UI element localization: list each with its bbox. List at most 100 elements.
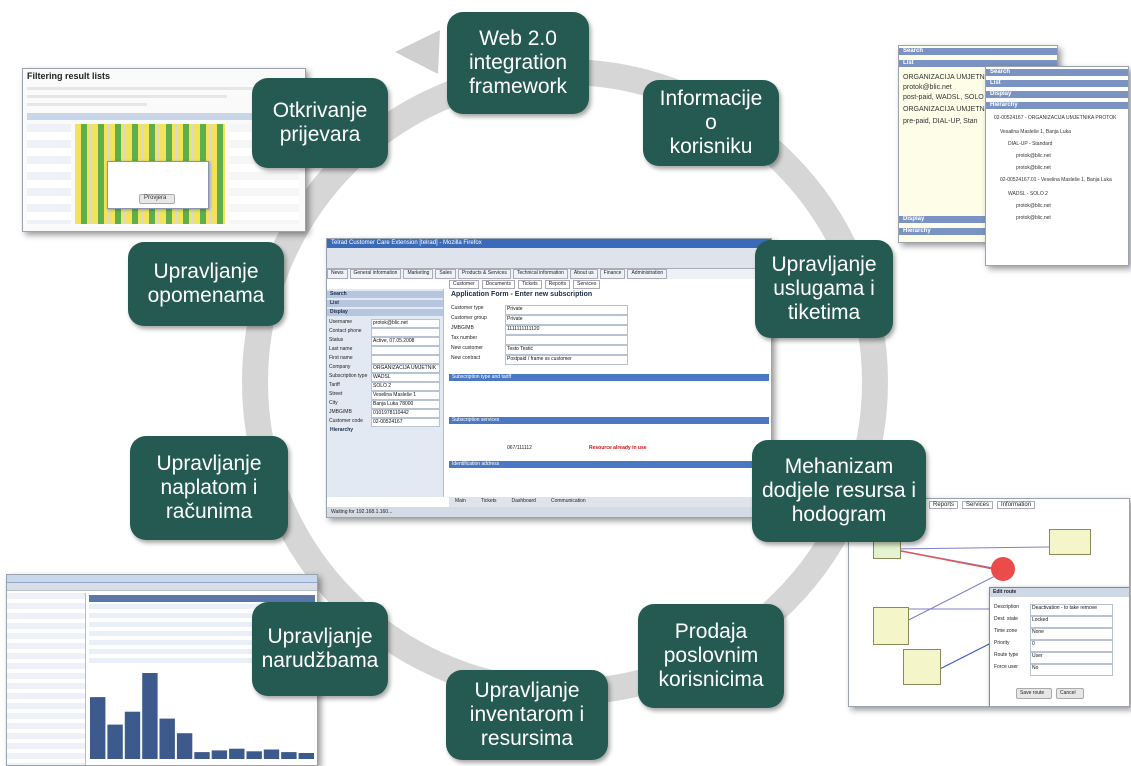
route-edge	[890, 548, 1005, 572]
histogram-bar	[194, 752, 210, 759]
field-value[interactable]: Locked	[1030, 616, 1113, 628]
screenshot-route-edit: Reports Services Information Edit route …	[848, 498, 1130, 707]
field-value[interactable]: Deactivation - to take remove	[1030, 604, 1113, 616]
dialog-title: Edit route	[993, 589, 1017, 595]
sub-tab-customer[interactable]: Customer	[449, 280, 479, 289]
side-label-hierarchy: Hierarchy	[330, 427, 354, 433]
field-value[interactable]: Active, 07.05.2008	[371, 337, 440, 346]
sub-tab-reports[interactable]: Reports	[544, 280, 571, 289]
nav-tab-products[interactable]: Products & Services	[457, 269, 511, 279]
field-value[interactable]	[371, 346, 440, 355]
route-node	[903, 649, 941, 685]
field-label: Street	[329, 391, 343, 397]
tree-item: protok@blic.net	[903, 84, 952, 91]
cancel-button[interactable]: Cancel	[1056, 688, 1084, 699]
field-value[interactable]: User	[1030, 652, 1113, 664]
check-button[interactable]: Provjera	[139, 194, 175, 204]
sub-tab-services[interactable]: Services	[573, 280, 601, 289]
route-tab-reports[interactable]: Reports	[929, 501, 959, 509]
tree-item: ORGANIZACIJA UMJETNIKA	[903, 106, 996, 113]
field-row: Tax number	[451, 335, 761, 345]
bottom-tab-communication[interactable]: Communication	[550, 498, 586, 504]
field-label: Description	[994, 604, 1020, 610]
field-row: Description Deactivation - to take remove	[994, 604, 1124, 616]
bottom-tab-dashboard[interactable]: Dashboard	[511, 498, 536, 504]
field-value[interactable]: Banja Luka 78000	[371, 400, 440, 409]
nav-tab-news[interactable]: News	[327, 269, 348, 279]
field-label: New contract	[451, 355, 481, 361]
field-value[interactable]	[371, 355, 440, 364]
field-value[interactable]: None	[1030, 628, 1113, 640]
panel-label-list: List	[903, 60, 914, 66]
sub-tab-documents[interactable]: Documents	[481, 280, 515, 289]
side-label-list: List	[330, 300, 339, 306]
section-label-type: Subscription type and tariff	[452, 374, 512, 380]
field-value[interactable]	[505, 335, 628, 345]
field-value[interactable]: Testo Testić	[505, 345, 628, 355]
field-label: JMBG/MB	[451, 325, 474, 331]
cycle-step-inventar: Upravljanje inventarom i resursima	[446, 670, 608, 760]
field-value[interactable]: 0	[1030, 640, 1113, 652]
field-value[interactable]: Postpaid / frame ss customer	[505, 355, 628, 365]
bottom-tab-bar: Main Tickets Dashboard Communication	[449, 497, 771, 507]
nav-tab-general[interactable]: General information	[349, 269, 402, 279]
route-state-node	[991, 557, 1015, 581]
field-value[interactable]: 02-00524167	[371, 418, 440, 427]
field-row: JMBG/MB 1111111111120	[451, 325, 761, 335]
edit-route-dialog: Edit route Description Deactivation - to …	[989, 587, 1129, 706]
tree-item: DIAL-UP - Standard	[1008, 141, 1053, 147]
field-value[interactable]: 1111111111120	[505, 325, 628, 335]
result-header	[27, 113, 299, 120]
field-value[interactable]: No	[1030, 664, 1113, 676]
field-value[interactable]: Private	[505, 305, 628, 315]
field-label: Contact phone	[329, 328, 362, 334]
panel-header-hierarchy	[986, 102, 1128, 109]
save-route-button[interactable]: Save route	[1016, 688, 1052, 699]
field-label: Company	[329, 364, 351, 370]
bottom-tab-main[interactable]: Main	[455, 498, 466, 504]
field-value[interactable]: SOLO 2	[371, 382, 440, 391]
field-value[interactable]: Veselina Masleše 1	[371, 391, 440, 400]
nav-tab-finance[interactable]: Finance	[599, 269, 626, 279]
field-value[interactable]: protok@blic.net	[371, 319, 440, 328]
field-value[interactable]	[371, 328, 440, 337]
panel-label-list: List	[990, 80, 1001, 86]
nav-tab-sales[interactable]: Sales	[435, 269, 456, 279]
bottom-tab-tickets[interactable]: Tickets	[480, 498, 497, 504]
nav-tab-about[interactable]: About us	[569, 269, 598, 279]
panel-header-search	[899, 48, 1057, 55]
histogram-bar	[90, 697, 106, 759]
histogram-bar	[159, 718, 175, 759]
nav-tab-marketing[interactable]: Marketing	[403, 269, 434, 279]
tree-item: WADSL - SOLO 2	[1008, 191, 1048, 197]
cycle-step-web20: Web 2.0 integration framework	[447, 12, 589, 114]
check-button-label: Provjera	[144, 195, 167, 201]
nav-tab-administration[interactable]: Administration	[627, 269, 668, 279]
field-value[interactable]: ORGANIZACIJA UMJETNIK	[371, 364, 440, 373]
route-tab-services[interactable]: Services	[962, 501, 994, 509]
field-label: Tariff	[329, 382, 340, 388]
cycle-step-usluge: Upravljanje uslugama i tiketima	[755, 240, 893, 338]
panel-header-display	[899, 216, 1057, 223]
histogram-bar	[107, 724, 123, 759]
field-value[interactable]: WADSL	[371, 373, 440, 382]
field-value[interactable]: 0101978110442	[371, 409, 440, 418]
field-row: Tariff SOLO 2	[329, 382, 441, 391]
route-tab-information[interactable]: Information	[997, 501, 1036, 509]
cycle-step-narudzbe: Upravljanje narudžbama	[252, 602, 388, 696]
field-label: Dest. state	[994, 616, 1018, 622]
status-bar	[327, 507, 771, 517]
cancel-label: Cancel	[1060, 690, 1076, 696]
sub-tab-tickets[interactable]: Tickets	[517, 280, 542, 289]
panel-header-list	[986, 80, 1128, 87]
histogram-bar	[142, 673, 158, 759]
field-value[interactable]: Private	[505, 315, 628, 325]
nav-tab-technical[interactable]: Technical information	[512, 269, 568, 279]
tree-item: 02-00524167.01 - Veselina Masleše 1, Ban…	[1000, 177, 1112, 183]
